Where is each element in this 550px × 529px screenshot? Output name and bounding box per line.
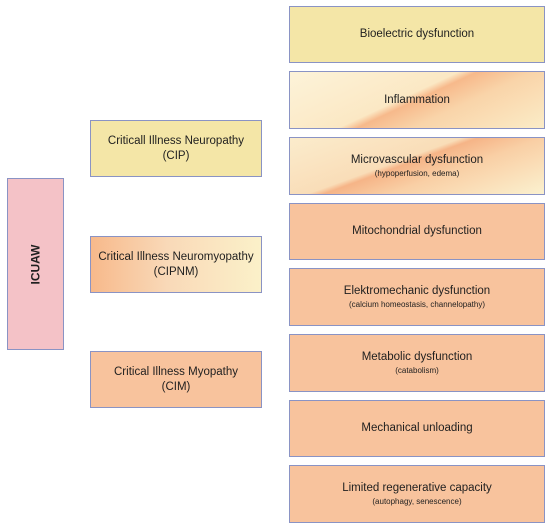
cipnm-title: Critical Illness Neuromyopathy [98,251,254,264]
mechanism-bioelectric: Bioelectric dysfunction [289,6,545,63]
cim-abbr: (CIM) [161,380,191,393]
mechanism-title: Bioelectric dysfunction [359,28,475,41]
mechanism-title: Limited regenerative capacity [342,481,492,494]
mechanism-title: Microvascular dysfunction [350,153,484,166]
mechanism-mechanical-unloading: Mechanical unloading [289,400,545,457]
cim-box: Critical Illness Myopathy (CIM) [90,351,262,408]
mechanism-detail: (calcium homeostasis, channelopathy) [348,300,486,310]
icuaw-label: ICUAW [28,244,42,284]
cim-title: Critical Illness Myopathy [114,366,238,379]
cipnm-abbr: (CIPNM) [153,265,199,278]
mechanism-metabolic: Metabolic dysfunction (catabolism) [289,334,545,392]
mechanism-title: Metabolic dysfunction [361,350,473,363]
mechanism-title: Mechanical unloading [361,422,473,435]
icuaw-box: ICUAW [7,178,64,350]
mechanism-detail: (hypoperfusion, edema) [374,169,460,179]
mechanism-title: Elektromechanic dysfunction [343,284,491,297]
mechanism-mitochondrial: Mitochondrial dysfunction [289,203,545,260]
cip-box: Criticall Illness Neuropathy (CIP) [90,120,262,177]
mechanism-inflammation: Inflammation [289,71,545,129]
mechanism-elektromechanic: Elektromechanic dysfunction (calcium hom… [289,268,545,326]
mechanism-regenerative: Limited regenerative capacity (autophagy… [289,465,545,523]
cip-abbr: (CIP) [162,149,190,162]
mechanism-microvascular: Microvascular dysfunction (hypoperfusion… [289,137,545,195]
cipnm-box: Critical Illness Neuromyopathy (CIPNM) [90,236,262,293]
mechanism-title: Mitochondrial dysfunction [352,225,482,238]
mechanism-detail: (catabolism) [395,366,439,376]
mechanism-detail: (autophagy, senescence) [372,497,462,507]
mechanism-title: Inflammation [384,93,450,106]
cip-title: Criticall Illness Neuropathy [107,135,245,148]
